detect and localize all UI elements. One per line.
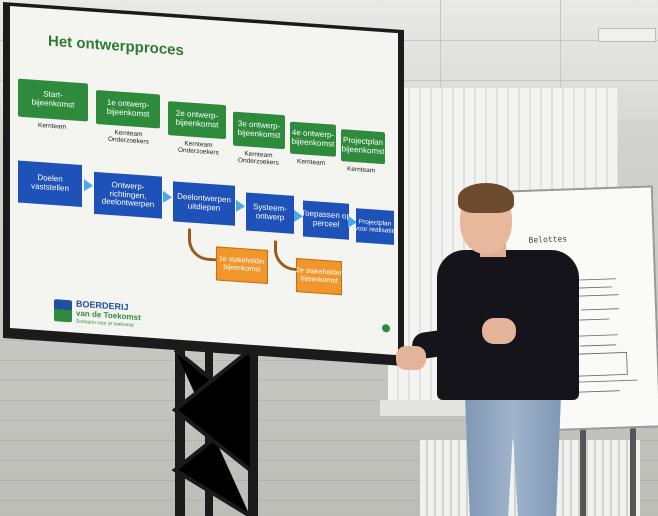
green-step-3: 3e ontwerp- bijeenkomst [233, 111, 285, 150]
orange-step-stakeholder-1: 1e stakeholder bijeenkomst [216, 246, 268, 285]
blue-step-toepassen: Toepassen op perceel [301, 200, 351, 240]
step-caption: Kernteam [38, 121, 67, 131]
orange-step-stakeholder-2: 2e stakeholder bijeenkomst [296, 257, 342, 296]
arrow-right-icon [236, 199, 245, 213]
arrow-right-icon [84, 179, 93, 192]
blue-step-projectplan: Projectplan voor realisatie [355, 208, 395, 245]
step-caption: Kernteam [347, 165, 376, 175]
step-caption: Kernteam Onderzoekers [238, 150, 279, 168]
presenter-hair [458, 183, 514, 213]
window-sill [380, 400, 480, 416]
blue-step-doelen: Doelen vaststellen [18, 160, 82, 208]
green-step-start: Start- bijeenkomst [18, 78, 88, 122]
slide-title: Het ontwerpproces [48, 32, 184, 60]
green-step-1: 1e ontwerp- bijeenkomst [96, 90, 160, 129]
step-caption: Kernteam Onderzoekers [178, 140, 219, 158]
ceiling-light [598, 28, 656, 42]
blue-step-ontwerprichtingen: Ontwerp- richtingen, deelontwerpen [94, 171, 162, 219]
logo-icon [54, 299, 72, 323]
blue-step-deelontwerpen: Deelontwerpen uitdiepen [173, 181, 235, 226]
green-step-4: 4e ontwerp- bijeenkomst [290, 121, 336, 157]
presentation-slide: Het ontwerpproces Start- bijeenkomst 1e … [10, 6, 398, 356]
presenter-hand [396, 346, 426, 370]
step-caption: Kernteam Onderzoekers [108, 129, 149, 147]
stand-truss [171, 348, 254, 516]
flipchart-leg [630, 410, 636, 516]
green-step-projectplan: Projectplan bijeenkomst [341, 129, 385, 165]
stand-post [175, 330, 185, 516]
arrow-right-icon [163, 190, 172, 204]
footer-icon [382, 324, 390, 333]
blue-step-systeemontwerp: Systeem- ontwerp [246, 192, 294, 234]
green-step-2: 2e ontwerp- bijeenkomst [168, 101, 226, 140]
presenter-hand [482, 318, 516, 344]
flipchart-heading: Belottes [528, 234, 568, 245]
step-caption: Kernteam [297, 158, 326, 168]
stand-post [248, 330, 258, 516]
flipchart-leg [580, 410, 586, 516]
